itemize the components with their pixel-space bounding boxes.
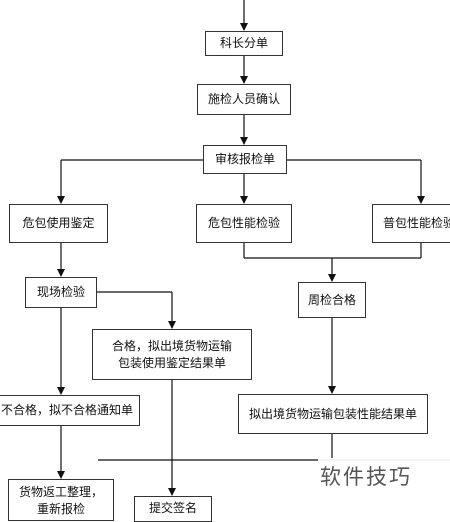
node-inspector-confirm: 施检人员确认 [197,84,291,115]
node-danger-use-assess: 危包使用鉴定 [9,204,108,243]
node-onsite-inspect: 现场检验 [25,277,97,308]
flowchart-connectors [57,0,450,496]
node-periodic-qualified: 周检合格 [298,282,366,318]
node-review-report: 审核报检单 [203,145,287,174]
watermark-text: 软件技巧 [318,458,450,494]
node-keshi-split: 科长分单 [205,31,283,56]
node-qualified-result: 合格，拟出境货物运输包装使用鉴定结果单 [92,329,252,380]
node-bottom-partial: 提交签名 [134,496,212,522]
node-general-perf-inspect: 普包性能检验 [372,204,450,243]
node-rework: 货物返工整理，重新报检 [8,479,114,521]
node-perf-result: 拟出境货物运输包装性能结果单 [238,394,428,434]
node-danger-perf-inspect: 危包性能检验 [196,204,292,243]
node-unqualified-notice: 不合格，拟不合格通知单 [0,395,140,426]
